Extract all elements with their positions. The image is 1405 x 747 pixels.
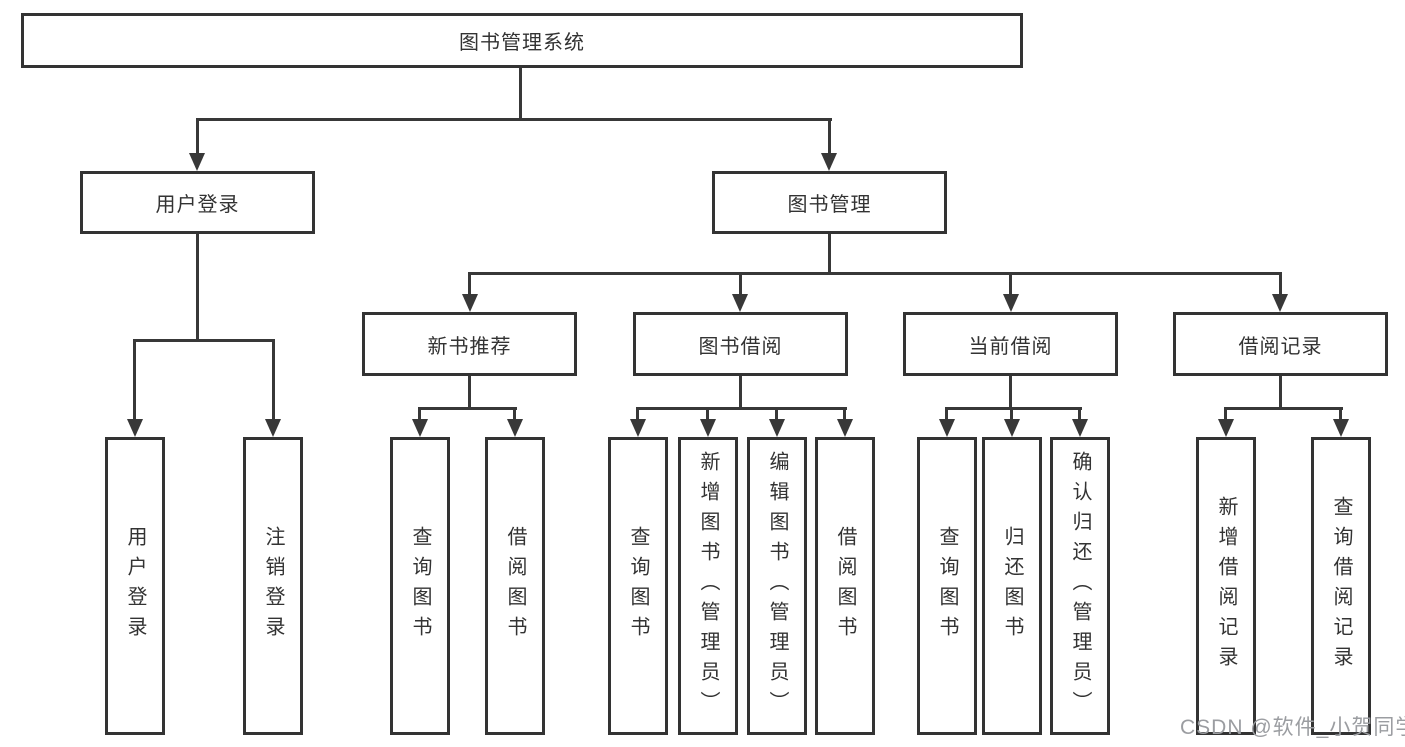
connector-line [468, 376, 471, 409]
node-new-book-recommendation: 新书推荐 [362, 312, 577, 376]
connector-line [636, 407, 639, 421]
connector-line [133, 339, 136, 420]
leaf-add-borrow-record: 新增借阅记录 [1196, 437, 1256, 735]
leaf-borrow-books-recommend: 借阅图书 [485, 437, 545, 735]
arrowhead-down-icon [732, 294, 748, 312]
leaf-label: 借阅图书 [834, 526, 856, 646]
leaf-query-borrow-record: 查询借阅记录 [1311, 437, 1371, 735]
leaf-user-login: 用户登录 [105, 437, 165, 735]
arrowhead-down-icon [189, 153, 205, 171]
node-user-login: 用户登录 [80, 171, 315, 234]
connector-line [828, 118, 831, 155]
connector-line [196, 118, 199, 155]
arrowhead-down-icon [769, 419, 785, 437]
connector-line [196, 234, 199, 342]
leaf-label: 用户登录 [124, 526, 146, 646]
connector-line [1224, 407, 1227, 421]
leaf-label: 编辑图书（管理员） [766, 451, 788, 721]
leaf-edit-books-admin: 编辑图书（管理员） [747, 437, 807, 735]
connector-line [828, 234, 831, 274]
connector-line [418, 407, 517, 410]
arrowhead-down-icon [1333, 419, 1349, 437]
leaf-label: 查询图书 [936, 526, 958, 646]
connector-line [636, 407, 847, 410]
leaf-label: 归还图书 [1001, 526, 1023, 646]
leaf-confirm-return-admin: 确认归还（管理员） [1050, 437, 1110, 735]
arrowhead-down-icon [412, 419, 428, 437]
connector-line [513, 407, 516, 421]
leaf-label: 借阅图书 [504, 526, 526, 646]
leaf-borrow-books-borrowing: 借阅图书 [815, 437, 875, 735]
arrowhead-down-icon [700, 419, 716, 437]
leaf-logout: 注销登录 [243, 437, 303, 735]
connector-line [468, 272, 471, 296]
connector-line [1009, 376, 1012, 409]
connector-line [1339, 407, 1342, 421]
connector-line [1078, 407, 1081, 421]
leaf-label: 查询图书 [409, 526, 431, 646]
arrowhead-down-icon [265, 419, 281, 437]
arrowhead-down-icon [127, 419, 143, 437]
arrowhead-down-icon [630, 419, 646, 437]
connector-line [843, 407, 846, 421]
connector-line [945, 407, 1082, 410]
arrowhead-down-icon [837, 419, 853, 437]
arrowhead-down-icon [462, 294, 478, 312]
leaf-add-books-admin: 新增图书（管理员） [678, 437, 738, 735]
arrowhead-down-icon [1272, 294, 1288, 312]
connector-line [418, 407, 421, 421]
connector-line [775, 407, 778, 421]
leaf-query-books-recommend: 查询图书 [390, 437, 450, 735]
arrowhead-down-icon [821, 153, 837, 171]
connector-line [945, 407, 948, 421]
watermark: CSDN @软件_小贺同学 [1180, 716, 1405, 739]
arrowhead-down-icon [939, 419, 955, 437]
leaf-label: 新增借阅记录 [1215, 496, 1237, 676]
leaf-label: 确认归还（管理员） [1069, 451, 1091, 721]
connector-line [519, 68, 522, 120]
connector-line [133, 339, 275, 342]
arrowhead-down-icon [1003, 294, 1019, 312]
connector-line [272, 339, 275, 420]
arrowhead-down-icon [1218, 419, 1234, 437]
leaf-label: 注销登录 [262, 526, 284, 646]
node-current-borrowing: 当前借阅 [903, 312, 1118, 376]
node-book-management: 图书管理 [712, 171, 947, 234]
connector-line [1009, 272, 1012, 296]
connector-line [1279, 376, 1282, 409]
connector-line [739, 376, 742, 409]
node-borrowing-records: 借阅记录 [1173, 312, 1388, 376]
node-book-borrowing: 图书借阅 [633, 312, 848, 376]
connector-line [739, 272, 742, 296]
connector-line [1279, 272, 1282, 296]
connector-line [1010, 407, 1013, 421]
connector-line [706, 407, 709, 421]
leaf-label: 新增图书（管理员） [697, 451, 719, 721]
leaf-query-books-current: 查询图书 [917, 437, 977, 735]
leaf-return-books: 归还图书 [982, 437, 1042, 735]
connector-line [1224, 407, 1343, 410]
arrowhead-down-icon [507, 419, 523, 437]
node-library-management-system: 图书管理系统 [21, 13, 1023, 68]
arrowhead-down-icon [1004, 419, 1020, 437]
leaf-label: 查询借阅记录 [1330, 496, 1352, 676]
leaf-query-books-borrowing: 查询图书 [608, 437, 668, 735]
connector-line [468, 272, 1282, 275]
leaf-label: 查询图书 [627, 526, 649, 646]
connector-line [196, 118, 832, 121]
arrowhead-down-icon [1072, 419, 1088, 437]
